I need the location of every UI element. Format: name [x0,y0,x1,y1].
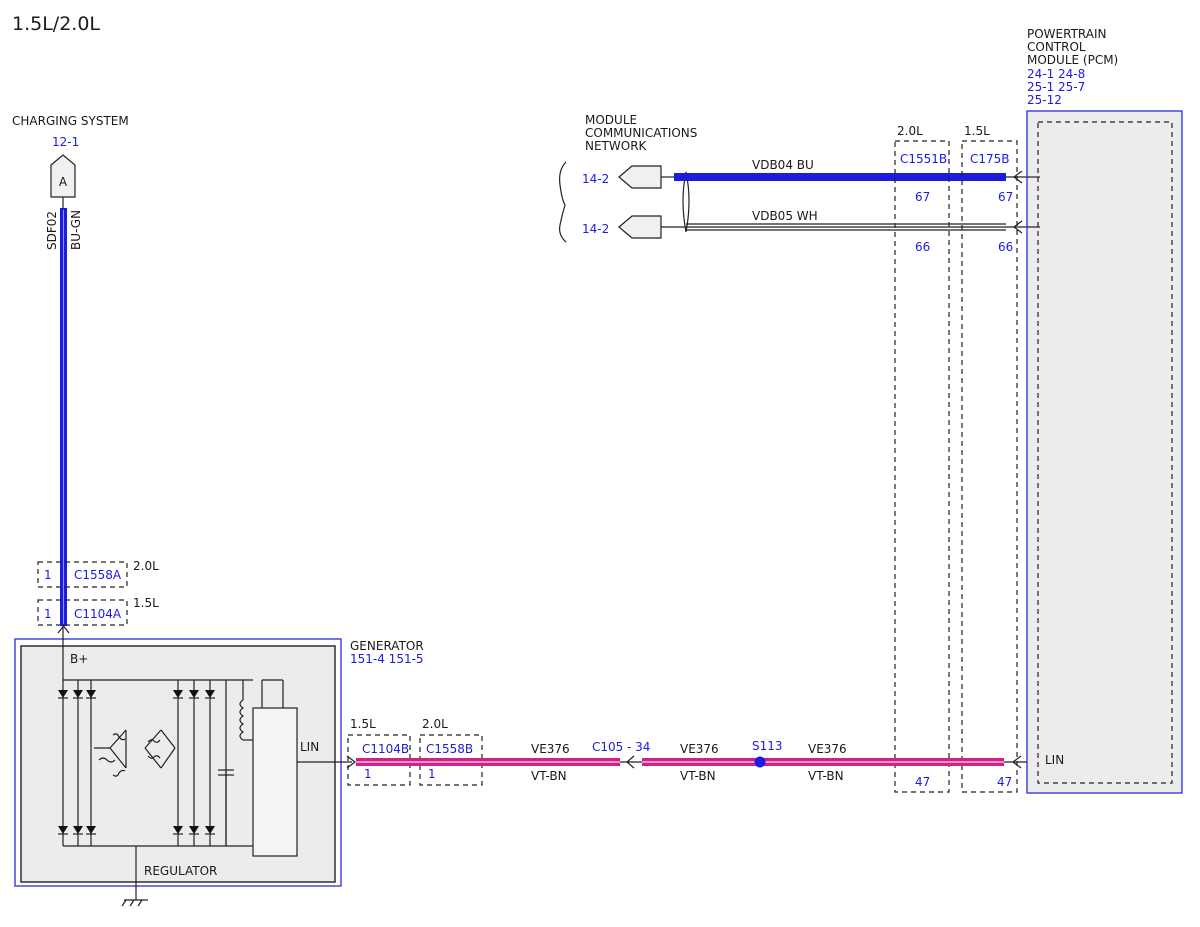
generator-bplus: B+ [70,652,88,666]
splice-s113 [754,756,766,768]
c1104a-pin: 1 [44,607,52,621]
network-connector-2 [618,215,662,239]
pcm-refs[interactable]: 24-1 24-8 25-1 25-7 25-12 [1027,67,1089,107]
network-title: MODULE COMMUNICATIONS NETWORK [585,113,701,153]
c175b-variant: 1.5L [964,124,990,138]
wire-ve376 [356,758,1027,766]
seg3-color: VT-BN [808,769,844,783]
c105-arrow [626,755,635,769]
diagram-title: 1.5L/2.0L [12,13,100,35]
c175b-pin-66: 66 [998,240,1013,254]
c1104b-connector [347,734,411,786]
regulator-label: REGULATOR [144,864,217,878]
generator-internals [58,626,352,907]
wire-vdb04 [674,173,1006,181]
generator-label: GENERATOR [350,639,424,653]
pcm-module [1026,110,1183,794]
c175b-pin-47: 47 [997,775,1012,789]
c1551b-connector [894,140,950,793]
c1558a-connector [37,561,128,588]
seg1-circuit: VE376 [531,742,570,756]
charging-connector-a [50,154,76,198]
c1104b-pin: 1 [364,767,372,781]
c1558a-variant: 2.0L [133,559,159,573]
seg2-circuit: VE376 [680,742,719,756]
c1104b-variant: 1.5L [350,717,376,731]
charging-system-ref[interactable]: 12-1 [52,135,79,149]
wire-vdb05-label: VDB05 WH [752,209,818,223]
wire-vdb04-label: VDB04 BU [752,158,814,172]
c105-name[interactable]: C105 [592,740,623,754]
c1104a-variant: 1.5L [133,596,159,610]
network-ref-1[interactable]: 14-2 [582,172,609,186]
c1551b-variant: 2.0L [897,124,923,138]
c1558a-name[interactable]: C1558A [74,568,122,582]
c1551b-pin-67: 67 [915,190,930,204]
generator-lin: LIN [300,740,319,754]
splice-s113-label[interactable]: S113 [752,739,783,753]
pcm-title: POWERTRAIN CONTROL MODULE (PCM) [1027,27,1118,67]
generator-refs[interactable]: 151-4 151-5 [350,652,424,666]
c175b-pin-67: 67 [998,190,1013,204]
c1558b-pin: 1 [428,767,436,781]
pcm-inner [1037,121,1173,784]
c175b-name[interactable]: C175B [970,152,1010,166]
network-ref-2[interactable]: 14-2 [582,222,609,236]
c1104a-connector [37,599,128,626]
network-connector-1 [618,165,662,189]
seg2-color: VT-BN [680,769,716,783]
regulator-box [252,707,298,857]
seg1-color: VT-BN [531,769,567,783]
c1551b-pin-47: 47 [915,775,930,789]
charging-connector-letter: A [59,175,68,189]
c1551b-name[interactable]: C1551B [900,152,947,166]
wire-color-bu-gn: BU-GN [69,210,83,250]
c1551b-pin-66: 66 [915,240,930,254]
wire-circuit-sdf02: SDF02 [45,211,59,250]
c1558b-name[interactable]: C1558B [426,742,473,756]
c1558a-pin: 1 [44,568,52,582]
pcm-lin: LIN [1045,753,1064,767]
charging-system-label: CHARGING SYSTEM [12,114,129,128]
c105-pin: - 34 [627,740,650,754]
c1558b-variant: 2.0L [422,717,448,731]
c1104b-name[interactable]: C1104B [362,742,409,756]
c1104a-name[interactable]: C1104A [74,607,122,621]
c175b-connector [961,140,1018,793]
seg3-circuit: VE376 [808,742,847,756]
